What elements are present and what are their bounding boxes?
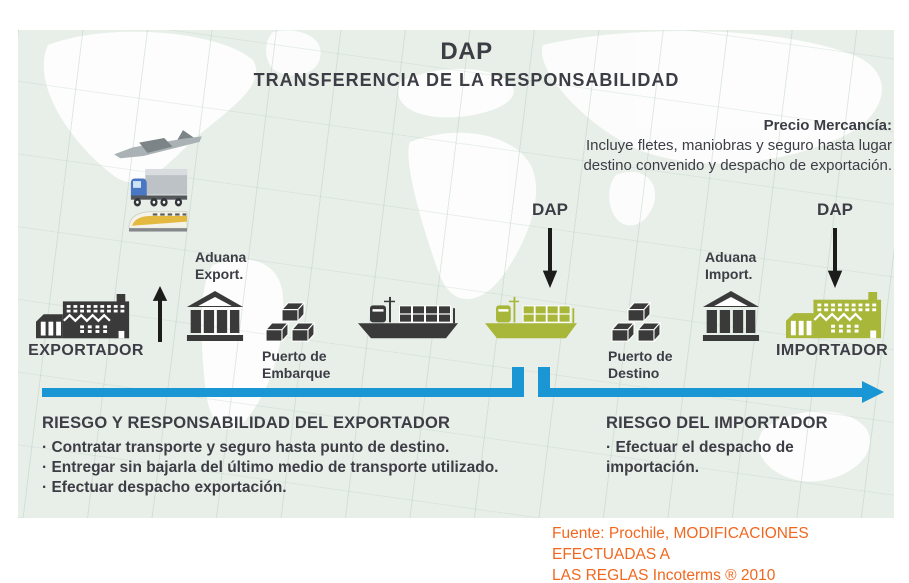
customs-import-bank-icon (702, 291, 760, 341)
price-note-line2: destino convenido y despacho de exportac… (583, 157, 892, 174)
port-embark-line2: Embarque (262, 365, 331, 381)
importer-risk-block: RIESGO DEL IMPORTADOR · Efectuar el desp… (606, 414, 866, 478)
exporter-risk-block: RIESGO Y RESPONSABILIDAD DEL EXPORTADOR … (42, 414, 572, 498)
dap-down-arrow-icon (542, 228, 558, 288)
port-embark-line1: Puerto de (262, 348, 327, 364)
dap-marker-ship: DAP (532, 200, 568, 219)
importer-risk-heading: RIESGO DEL IMPORTADOR (606, 414, 828, 432)
source-line1: Fuente: Prochile, MODIFICACIONES EFECTUA… (552, 525, 809, 563)
train-icon (126, 206, 190, 234)
price-note-line1: Incluye fletes, maniobras y seguro hasta… (586, 137, 892, 154)
importer-factory-icon (786, 292, 884, 342)
exporter-risk-heading: RIESGO Y RESPONSABILIDAD DEL EXPORTADOR (42, 414, 451, 432)
customs-export-line1: Aduana (195, 249, 247, 265)
customs-import-line2: Import. (705, 266, 753, 282)
exporter-factory-icon (36, 294, 132, 342)
timeline-arrowhead (862, 381, 884, 403)
world-map-background (18, 30, 894, 518)
map-grid-lines (18, 30, 894, 518)
embark-crates-icon (262, 300, 320, 344)
source-attribution: Fuente: Prochile, MODIFICACIONES EFECTUA… (552, 523, 902, 583)
main-carriage-ship-icon (358, 296, 458, 343)
port-destination-line2: Destino (608, 365, 660, 381)
truck-icon (128, 165, 190, 209)
importer-label: IMPORTADOR (776, 342, 889, 359)
page-subtitle: TRANSFERENCIA DE LA RESPONSABILIDAD (253, 70, 680, 90)
exporter-risk-item: · Efectuar despacho exportación. (42, 479, 287, 496)
importer-risk-item: · Efectuar el despacho de importación. (606, 439, 794, 476)
exporter-risk-item: · Contratar transporte y seguro hasta pu… (42, 439, 450, 456)
exporter-label: EXPORTADOR (28, 342, 144, 359)
dap-down-arrow-icon (827, 228, 843, 288)
customs-export-label: Aduana Export. (195, 249, 246, 283)
price-note-heading: Precio Mercancía: (763, 117, 892, 134)
timeline-importer-segment (538, 388, 864, 397)
airplane-icon (112, 127, 208, 163)
port-destination-label: Puerto de Destino (608, 348, 673, 382)
customs-import-label: Aduana Import. (705, 249, 756, 283)
source-line2: LAS REGLAS Incoterms ® 2010 (552, 567, 776, 583)
price-note: Precio Mercancía: Incluye fletes, maniob… (520, 116, 892, 176)
delivery-ship-icon (485, 296, 577, 343)
timeline-exporter-segment (42, 388, 524, 397)
world-map-continents (43, 30, 882, 482)
customs-export-bank-icon (186, 291, 244, 341)
customs-import-line1: Aduana (705, 249, 757, 265)
port-destination-line1: Puerto de (608, 348, 673, 364)
port-embark-label: Puerto de Embarque (262, 348, 330, 382)
customs-export-line2: Export. (195, 266, 244, 282)
exporter-risk-item: · Entregar sin bajarla del último medio … (42, 459, 499, 476)
destination-crates-icon (608, 300, 666, 344)
dap-marker-importer: DAP (817, 200, 853, 219)
timeline-break-left-tick (512, 367, 524, 397)
up-arrow-icon (152, 286, 168, 342)
page-title: DAP (440, 38, 493, 65)
